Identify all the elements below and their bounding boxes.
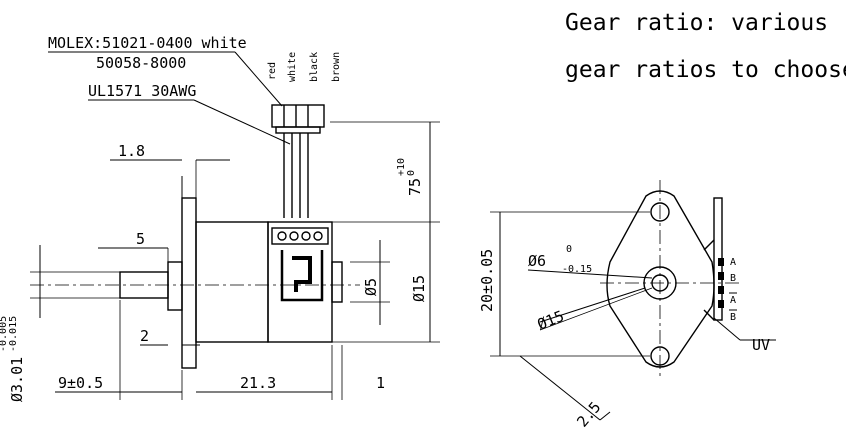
pin-label-b: B <box>730 273 736 284</box>
connector-part2-label: 50058-8000 <box>96 54 186 72</box>
dim-2-5: 2.5 <box>573 398 604 430</box>
gear-ratio-line2: gear ratios to choose <box>565 57 846 83</box>
dim-d15: Ø15 <box>410 275 428 302</box>
dim-75-tol-bot: 0 <box>406 170 417 176</box>
dim-5: 5 <box>136 230 145 248</box>
dim-d6-tol-top: 0 <box>566 244 572 255</box>
wire-label-brown: brown <box>331 52 342 82</box>
cable-leader <box>193 99 291 145</box>
dim-1: 1 <box>376 374 385 392</box>
dim-75-tol-top: +10 <box>396 158 407 176</box>
dim-75: 75 <box>406 178 424 196</box>
wire-label-black: black <box>309 52 320 82</box>
dim-shaft-tol-bot: -0.015 <box>8 316 19 352</box>
pin-label-abar: A <box>730 295 736 306</box>
wire-label-red: red <box>267 62 278 80</box>
dim-shaft-diameter: Ø3.01 <box>8 357 26 402</box>
pin-label-bbar: B <box>730 312 736 323</box>
front-connector-pins <box>718 258 724 308</box>
gear-ratio-line1: Gear ratio: various <box>565 10 828 36</box>
dim-d6: Ø6 <box>528 252 546 270</box>
wire-label-white: white <box>287 52 298 82</box>
connector-leader <box>234 51 283 107</box>
dim-front-d15: Ø15 <box>535 307 567 334</box>
pin-label-a: A <box>730 257 736 268</box>
dim-20: 20±0.05 <box>478 249 496 312</box>
cable-label: UL1571 30AWG <box>88 82 196 100</box>
dim-2: 2 <box>140 327 149 345</box>
side-view <box>30 104 440 400</box>
dim-shaft-tol-top: -0.005 <box>0 316 9 352</box>
dim-9: 9±0.5 <box>58 374 103 392</box>
dim-21-3: 21.3 <box>240 374 276 392</box>
dim-1-8: 1.8 <box>118 142 145 160</box>
dim-d6-tol-bot: -0.15 <box>562 264 592 275</box>
uv-label: UV <box>752 336 770 354</box>
dim-d5: Ø5 <box>362 278 380 296</box>
connector-part-label: MOLEX:51021-0400 white <box>48 34 247 52</box>
